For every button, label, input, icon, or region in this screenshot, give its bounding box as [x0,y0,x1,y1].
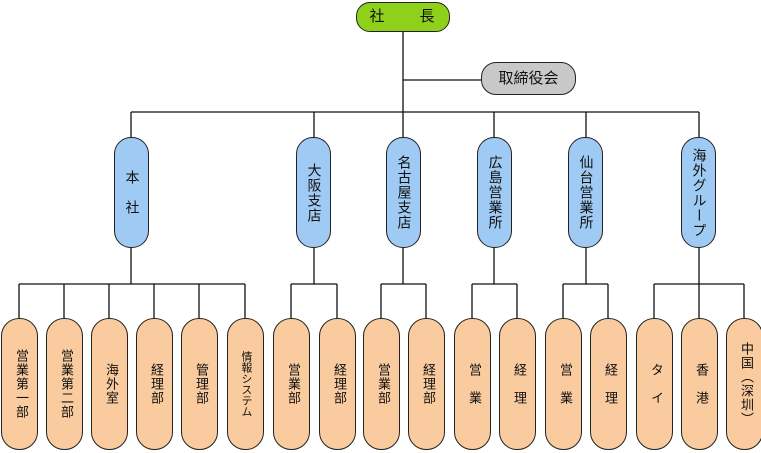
board-node: 取締役会 [481,62,576,95]
division-node-osaka: 大阪支店 [296,137,331,248]
division-label: 名古屋支店 [395,155,412,230]
division-label: 海外グループ [690,147,707,238]
department-label: 営業部 [374,363,390,405]
division-node-nagoya: 名古屋支店 [386,137,421,248]
board-label: 取締役会 [498,68,559,87]
department-node: 営業部 [363,318,400,450]
department-node: 経理部 [136,318,173,450]
department-label: 経理部 [330,363,346,405]
department-label: 営業第二部 [57,349,73,419]
department-label: 香 港 [692,363,708,405]
department-node: 営業第二部 [46,318,83,450]
department-node: タ イ [636,318,673,450]
department-node: 経 理 [499,318,536,450]
division-label: 仙台営業所 [577,155,594,230]
department-label: 経理部 [419,363,435,405]
department-label: 営 業 [556,363,572,405]
department-label: 経理部 [147,363,163,405]
department-node: 営業第一部 [1,318,38,450]
department-node: 海外室 [91,318,128,450]
department-node: 経理部 [408,318,445,450]
department-node: 営業部 [273,318,310,450]
division-label: 本 社 [123,170,140,215]
division-node-hiroshima: 広島営業所 [477,137,512,248]
department-node: 中国（深圳） [726,318,761,450]
department-node: 営 業 [454,318,491,450]
department-label: 経 理 [510,363,526,405]
president-label: 社 長 [369,7,445,26]
department-node: 営 業 [545,318,582,450]
department-node: 経理部 [319,318,356,450]
department-node: 経 理 [590,318,627,450]
department-label: 営業第一部 [12,349,28,419]
department-label: 海外室 [102,363,118,405]
department-node: 管理部 [181,318,218,450]
department-node: 香 港 [681,318,718,450]
division-node-overseas: 海外グループ [681,137,716,248]
division-node-head-office: 本 社 [114,137,149,248]
department-label: 営 業 [465,363,481,405]
division-node-sendai: 仙台営業所 [568,137,603,248]
department-label: 管理部 [192,363,208,405]
president-node: 社 長 [356,2,450,32]
department-label: 経 理 [601,363,617,405]
department-node: 情報システム [227,318,264,450]
department-label: 中国（深圳） [737,342,753,426]
department-label: 情報システム [239,351,253,417]
division-label: 広島営業所 [486,155,503,230]
department-label: 営業部 [284,363,300,405]
division-label: 大阪支店 [305,162,322,223]
department-label: タ イ [647,363,663,405]
